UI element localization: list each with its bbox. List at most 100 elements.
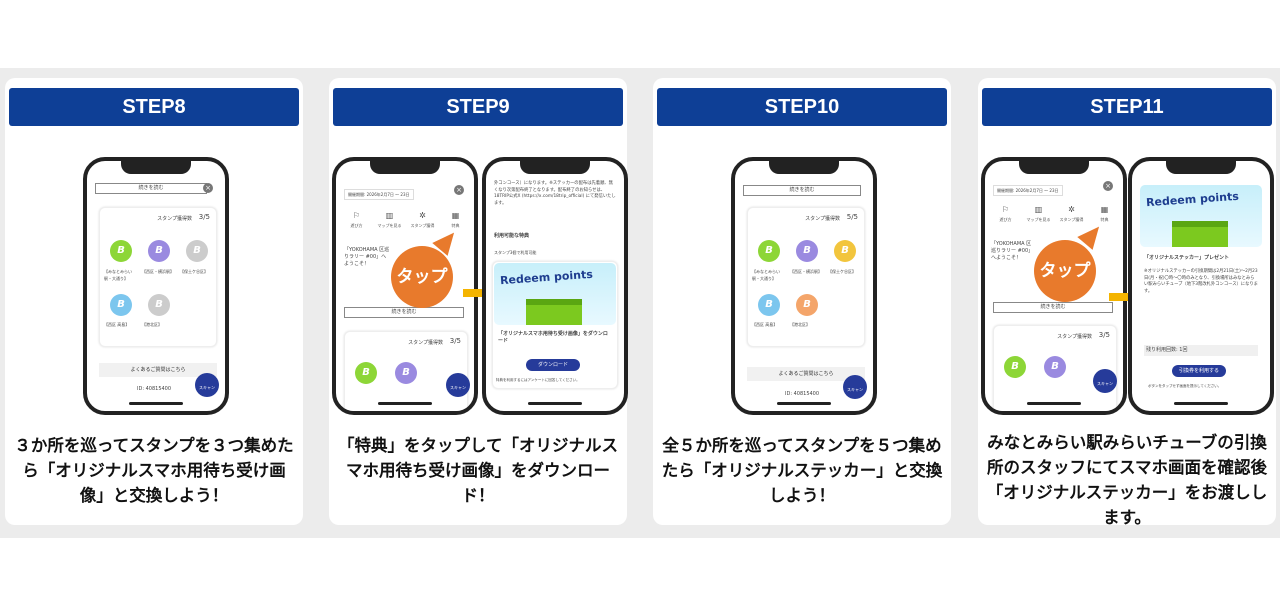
phone-notch (769, 161, 839, 174)
reward-title: 「オリジナルスマホ用待ち受け画像」をダウンロード (498, 331, 608, 344)
step-caption: 全５か所を巡ってスタンプを５つ集めたら「オリジナルステッカー」と交換しよう！ (661, 436, 943, 505)
read-more-button[interactable]: 続きを読む (344, 307, 464, 318)
scan-button[interactable]: スキャン (1093, 369, 1117, 393)
phone-notch (1019, 161, 1089, 174)
scan-button[interactable]: スキャン (195, 373, 219, 397)
stamp-icon: B (110, 240, 132, 262)
stamp-card: スタンプ獲得数 3/5 B B (993, 325, 1117, 411)
stamp-icon: B (758, 240, 780, 262)
close-icon[interactable]: × (203, 183, 213, 193)
stamp-card: スタンプ獲得数 3/5 B B (344, 331, 468, 411)
stamp-label: 【保土ケ谷区】 (828, 269, 856, 274)
redeem-title: Redeem points (499, 267, 594, 288)
phone-mockup-reward: Redeem points 「オリジナルステッカー」プレゼント ※オリジナルステ… (1128, 157, 1274, 415)
welcome-text: 「YOKOHAMA 区巡りラリー #00」へようこそ！ (344, 247, 390, 267)
step-title: STEP9 (333, 88, 623, 126)
menu-label: 特典 (451, 223, 460, 228)
remaining-uses: 残り利用回数: 1回 (1144, 345, 1258, 356)
flag-icon[interactable]: ⚐遊び方 (989, 205, 1022, 223)
phone-notch (1166, 161, 1236, 174)
event-period: 開催期間: 2026年2月7日 〜 23日 (993, 185, 1063, 196)
step-caption: みなとみらい駅みらいチューブの引換所のスタッフにてスマホ画面を確認後「オリジナル… (986, 433, 1268, 527)
phone-notch (370, 161, 440, 174)
home-indicator (528, 402, 582, 405)
read-more-button[interactable]: 続きを読む (95, 183, 207, 194)
step-title: STEP10 (657, 88, 947, 126)
home-indicator (129, 402, 183, 405)
stamp-label: 【西区 高島】 (752, 322, 778, 327)
read-more-button[interactable]: 続きを読む (993, 302, 1113, 313)
stamp-icon[interactable]: ✲スタンプ獲得 (1055, 205, 1088, 223)
home-indicator (378, 402, 432, 405)
menu-label: マップを見る (1026, 217, 1051, 222)
menu-label: スタンプ獲得 (410, 223, 435, 228)
stamp-icon: B (355, 362, 377, 384)
phone-mockup: 続きを読む スタンプ獲得数 5/5 B B B 【みなとみらい駅・大通り】 【西… (731, 157, 877, 415)
step10-card: STEP10 続きを読む スタンプ獲得数 5/5 B B B 【みなとみらい駅・… (653, 78, 951, 525)
tap-callout: タップ (1034, 240, 1096, 302)
redeem-banner: Redeem points (494, 263, 616, 325)
gift-icon[interactable]: ▦特典 (1088, 205, 1121, 223)
step11-card: STEP11 開催期間: 2026年2月7日 〜 23日 × ⚐遊び方 ▥マップ… (978, 78, 1276, 527)
download-button[interactable]: ダウンロード (526, 359, 580, 371)
flag-icon[interactable]: ⚐遊び方 (340, 211, 373, 229)
home-indicator (1027, 402, 1081, 405)
stamp-card: スタンプ獲得数 3/5 B B B 【みなとみらい駅・大通り】 【西区・横浜駅】… (99, 207, 217, 347)
stamp-icon: B (834, 240, 856, 262)
step-caption: ３か所を巡ってスタンプを３つ集めたら「オリジナルスマホ用待ち受け画像」と交換しよ… (14, 436, 294, 505)
stamp-icon[interactable]: ✲スタンプ獲得 (406, 211, 439, 229)
menu-label: 遊び方 (350, 223, 363, 228)
home-indicator (1174, 402, 1228, 405)
scan-button[interactable]: スキャン (843, 375, 867, 399)
menu-label: 特典 (1100, 217, 1109, 222)
redeem-banner: Redeem points (1140, 185, 1262, 247)
requirement-text: スタンプ3個で利用可能 (494, 250, 537, 255)
stamp-label: 【港北区】 (142, 322, 162, 327)
use-ticket-button[interactable]: 引換券を利用する (1172, 365, 1226, 377)
phone-notch (121, 161, 191, 174)
step-title: STEP11 (982, 88, 1272, 126)
home-indicator (777, 402, 831, 405)
menu-label: マップを見る (377, 223, 402, 228)
stamp-icon: B (758, 294, 780, 316)
map-icon[interactable]: ▥マップを見る (373, 211, 406, 229)
gift-icon[interactable]: ▦特典 (439, 211, 472, 229)
stamp-count-label: スタンプ獲得数 (1057, 334, 1092, 340)
user-id: ID: 40815400 (785, 391, 820, 397)
read-more-button[interactable]: 続きを読む (743, 185, 861, 196)
stamp-count-label: スタンプ獲得数 (408, 340, 443, 346)
stamp-icon: B (148, 294, 170, 316)
map-icon[interactable]: ▥マップを見る (1022, 205, 1055, 223)
stamp-count: 3/5 (198, 213, 210, 221)
stamp-icon: B (395, 362, 417, 384)
stamp-label: 【西区 高島】 (104, 322, 130, 327)
stamp-count: 5/5 (846, 213, 858, 221)
available-heading: 利用可能な特典 (494, 233, 530, 239)
step-title: STEP8 (9, 88, 299, 126)
scan-button[interactable]: スキャン (446, 373, 470, 397)
menu-label: 遊び方 (999, 217, 1012, 222)
stamp-icon: B (186, 240, 208, 262)
tap-callout: タップ (391, 246, 453, 308)
menu-label: スタンプ獲得 (1059, 217, 1084, 222)
stamp-icon: B (1044, 356, 1066, 378)
stamp-icon: B (796, 294, 818, 316)
stamp-label: 【西区・横浜駅】 (142, 269, 174, 274)
stamp-label: 【みなとみらい駅・大通り】 (752, 269, 780, 281)
stamp-icon: B (148, 240, 170, 262)
reward-description: ※オリジナルステッカーの引換期間は2月21日(土)〜2月23日(月・祝)〇時〜〇… (1144, 269, 1258, 294)
step9-card: STEP9 開催期間: 2026年2月7日 〜 23日 × ⚐遊び方 ▥マップを… (329, 78, 628, 525)
stamp-label: 【港北区】 (790, 322, 810, 327)
faq-link[interactable]: よくあるご質問はこちら (747, 367, 865, 381)
close-icon[interactable]: × (1103, 181, 1113, 191)
phone-mockup: 続きを読む × スタンプ獲得数 3/5 B B B 【みなとみらい駅・大通り】 … (83, 157, 229, 415)
step-caption: 「特典」をタップして「オリジナルスマホ用待ち受け画像」をダウンロード！ (337, 436, 618, 505)
menu-icons: ⚐遊び方 ▥マップを見る ✲スタンプ獲得 ▦特典 (340, 211, 472, 229)
tap-note: ボタンをタップせず画面を提示してください。 (1148, 384, 1222, 388)
close-icon[interactable]: × (454, 185, 464, 195)
faq-link[interactable]: よくあるご質問はこちら (99, 363, 217, 377)
stamp-label: 【みなとみらい駅・大通り】 (104, 269, 132, 281)
stamp-count-label: スタンプ獲得数 (157, 216, 192, 222)
menu-icons: ⚐遊び方 ▥マップを見る ✲スタンプ獲得 ▦特典 (989, 205, 1121, 223)
stamp-count-label: スタンプ獲得数 (805, 216, 840, 222)
